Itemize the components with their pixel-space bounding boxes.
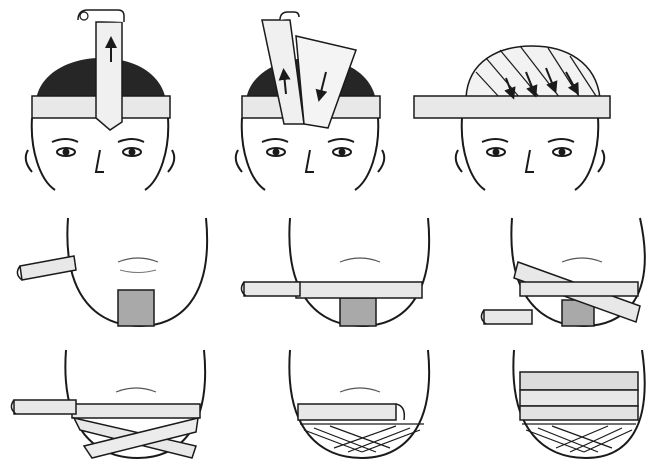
face [26,118,175,190]
finger-panel-4 [11,350,205,458]
face [236,118,385,190]
bandage-wrap-low [520,406,638,420]
finger-panel-6 [513,350,644,458]
bandage-wrap-mid [520,390,638,406]
gauze-pad [118,290,154,326]
bandage-wrap-horizontal [520,282,638,296]
bandage-wrap-horizontal [298,404,396,420]
bandage-strip-vertical [96,22,122,130]
finger-panel-1 [17,218,207,326]
face [456,118,605,190]
bandage-band-long [414,96,610,118]
bandage-wrap-horizontal [296,282,422,298]
gauze-pad [340,298,376,326]
head-panel-3 [414,46,610,190]
bandage-tail [20,256,76,280]
roll-end-icon [280,12,299,20]
bandage-tail [484,310,532,324]
finger-panel-2 [241,218,429,326]
bandage-wrap-horizontal [72,404,200,418]
finger-panel-5 [289,350,429,458]
head-panel-2 [236,12,385,190]
head-panel-1 [26,10,175,190]
finger-panel-3 [481,218,644,326]
bandage-tail [244,282,300,296]
bandage-wrap-top [520,372,638,390]
bandage-tail [14,400,76,414]
